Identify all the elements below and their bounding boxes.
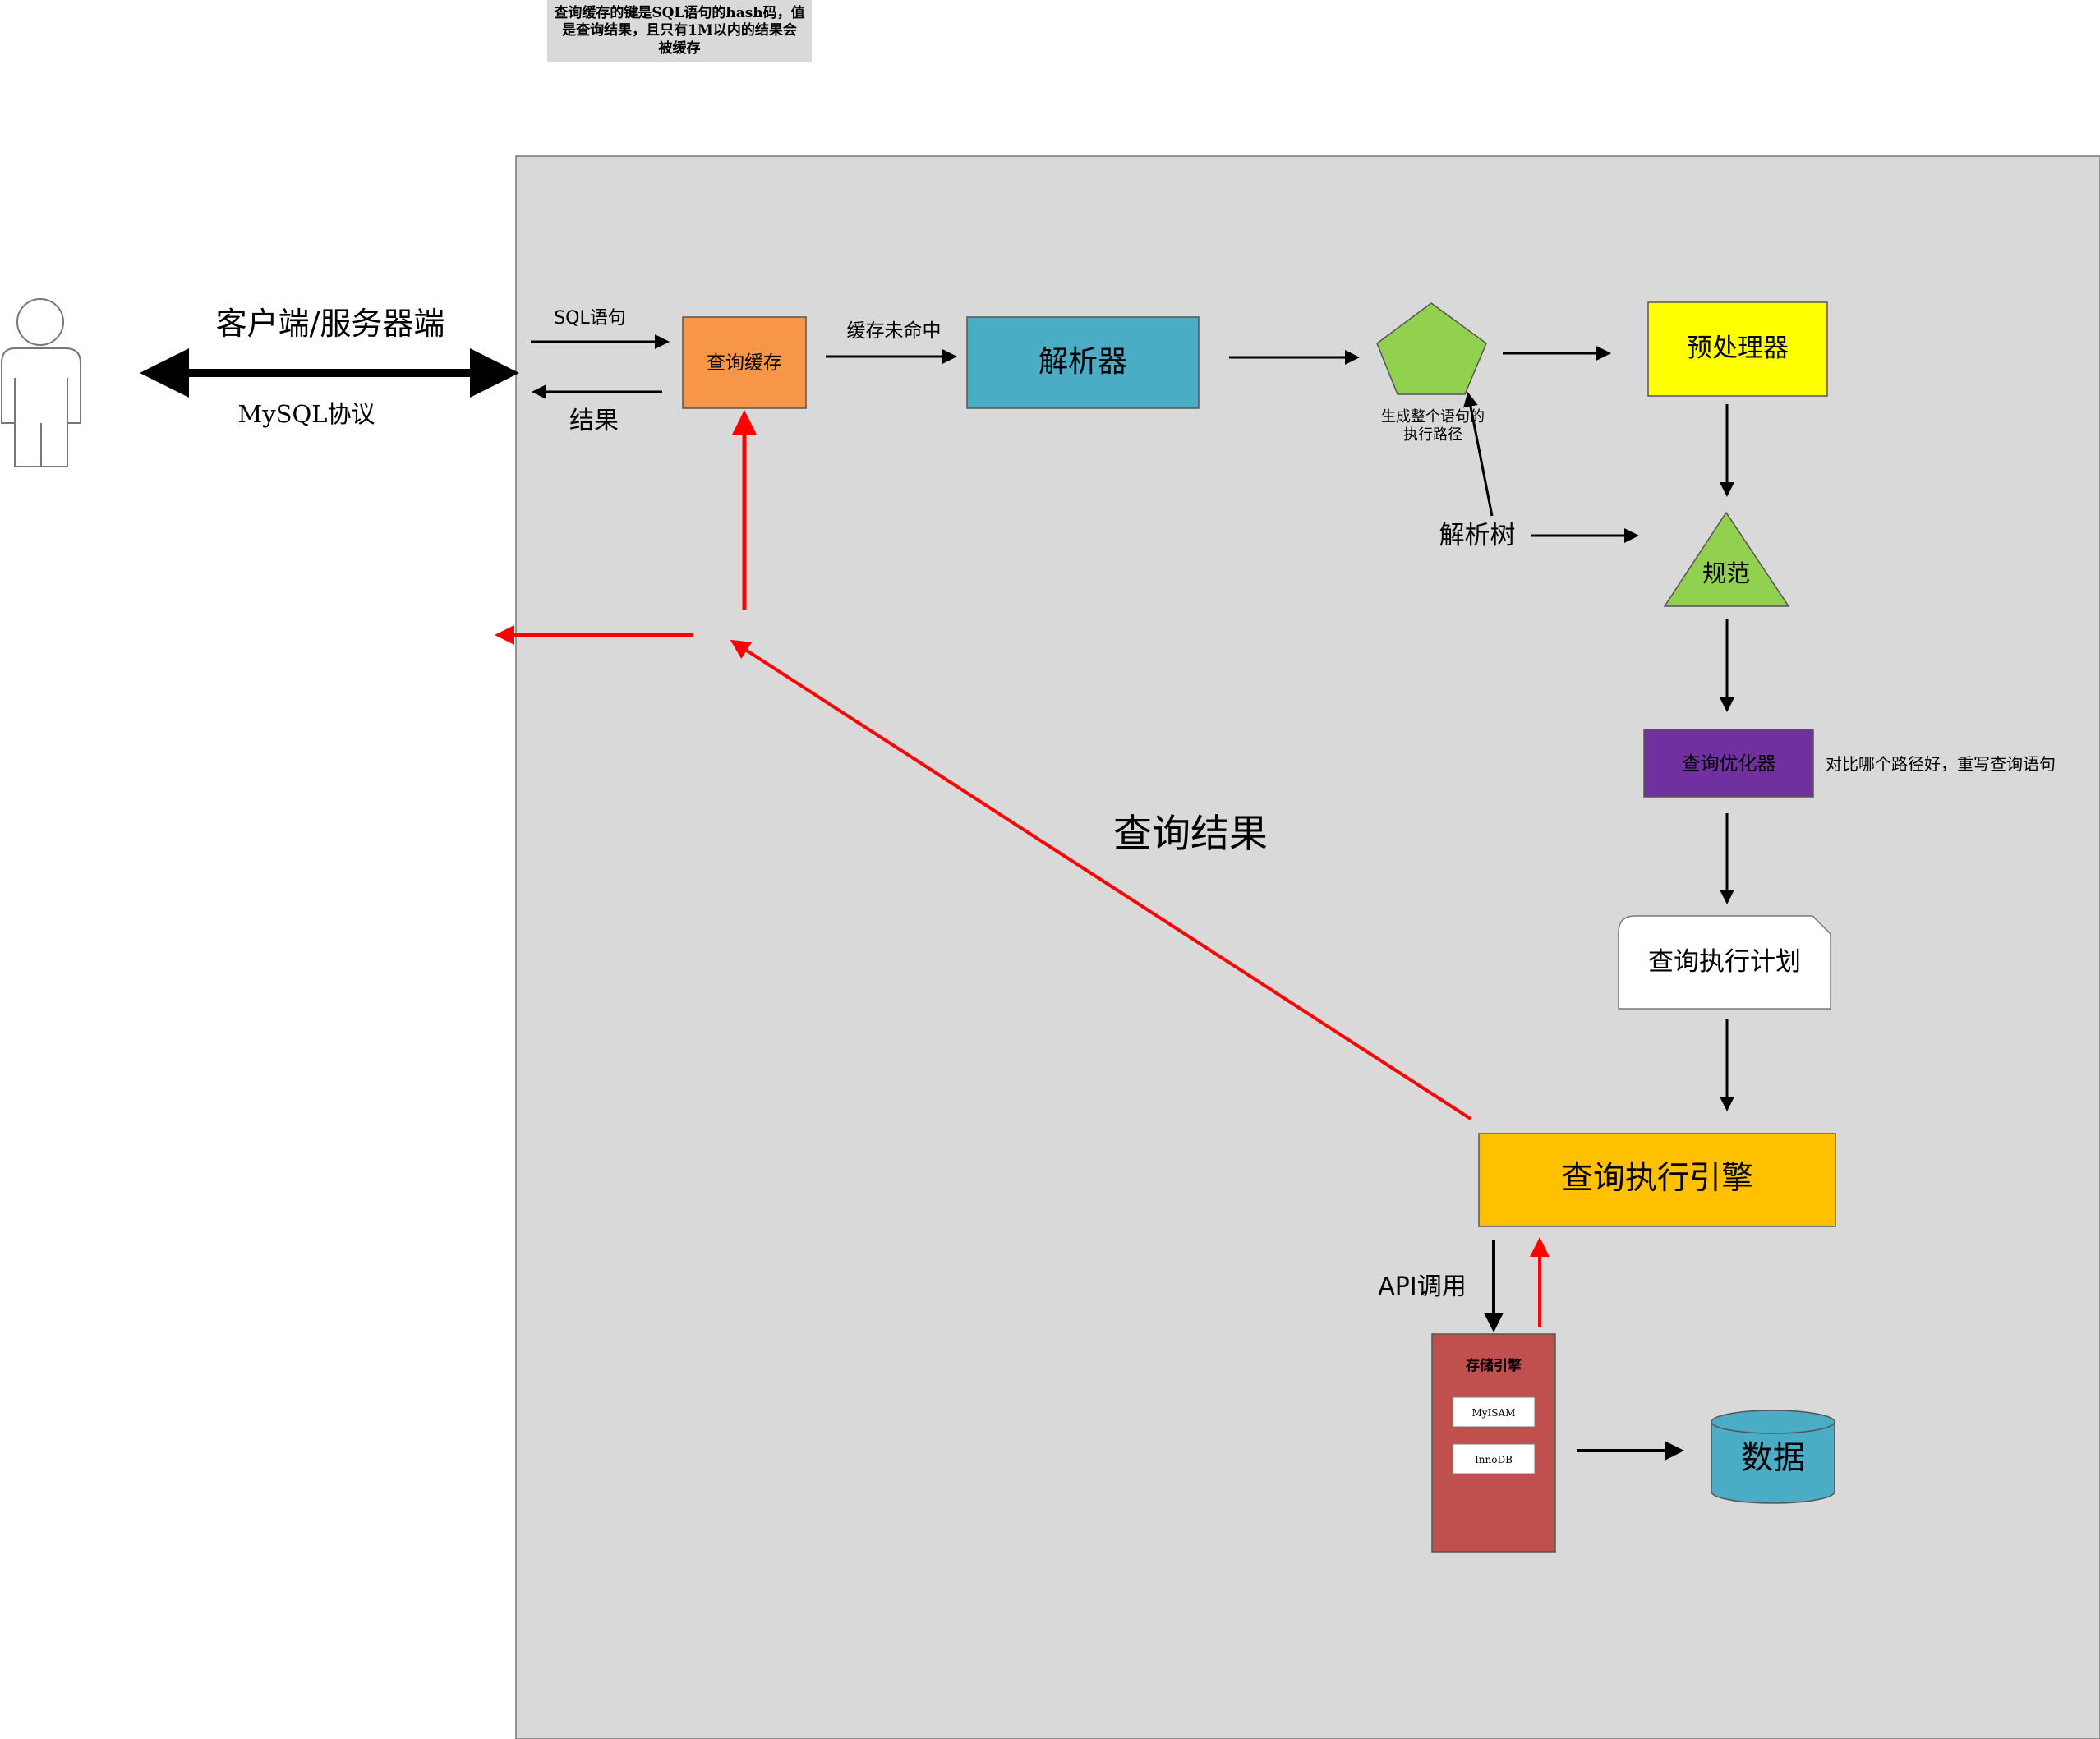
note-line-3: 被缓存	[659, 39, 701, 57]
client-server-title: 客户端/服务器端	[216, 306, 445, 342]
cache-miss-label: 缓存未命中	[847, 320, 942, 342]
gen-path-label-1: 生成整个语句的	[1381, 408, 1485, 426]
preprocessor-box	[1647, 301, 1828, 397]
note-line-2: 是查询结果，且只有1M以内的结果会	[562, 21, 797, 39]
data-cylinder	[1711, 1410, 1835, 1504]
preprocessor-label: 预处理器	[1687, 334, 1789, 363]
optimizer-box	[1643, 729, 1814, 798]
storage-engine-box	[1431, 1333, 1556, 1553]
query-result-label: 查询结果	[1113, 812, 1268, 857]
note-background	[547, 0, 812, 62]
parser-box	[966, 316, 1200, 409]
execution-path-pentagon	[1376, 302, 1487, 395]
execution-plan-label: 查询执行计划	[1648, 947, 1801, 977]
execution-engine-box	[1478, 1133, 1836, 1227]
normalize-triangle	[1663, 511, 1790, 607]
cache-key-note: 查询缓存的键是SQL语句的hash码，值 是查询结果，且只有1M以内的结果会 被…	[547, 0, 812, 62]
engine-to-cache-result-arrow	[730, 639, 1472, 1120]
parser-label: 解析器	[1038, 345, 1127, 379]
client-person-icon	[1, 298, 81, 467]
execution-plan-shape	[1618, 915, 1831, 1010]
query-cache-label: 查询缓存	[707, 352, 782, 374]
innodb-label: InnoDB	[1475, 1454, 1513, 1465]
protocol-label: MySQL协议	[238, 400, 375, 428]
execution-engine-label: 查询执行引擎	[1561, 1160, 1753, 1197]
server-panel	[515, 155, 2100, 1739]
innodb-box	[1452, 1443, 1536, 1474]
query-cache-box	[682, 316, 807, 409]
sql-statement-label: SQL语句	[554, 308, 626, 329]
optimizer-label: 查询优化器	[1682, 753, 1776, 775]
normalize-label: 规范	[1702, 559, 1750, 587]
gen-path-label-2: 执行路径	[1403, 426, 1462, 444]
myisam-box	[1452, 1396, 1536, 1428]
parse-tree-to-path-arrow	[1463, 392, 1494, 517]
storage-engine-label: 存储引擎	[1466, 1357, 1522, 1374]
data-label: 数据	[1741, 1440, 1805, 1477]
note-line-1: 查询缓存的键是SQL语句的hash码，值	[553, 4, 804, 21]
parse-tree-label: 解析树	[1439, 521, 1516, 550]
myisam-label: MyISAM	[1472, 1407, 1516, 1419]
api-call-label: API调用	[1378, 1272, 1466, 1301]
result-label: 结果	[569, 407, 619, 435]
optimizer-note: 对比哪个路径好，重写查询语句	[1826, 754, 2056, 774]
